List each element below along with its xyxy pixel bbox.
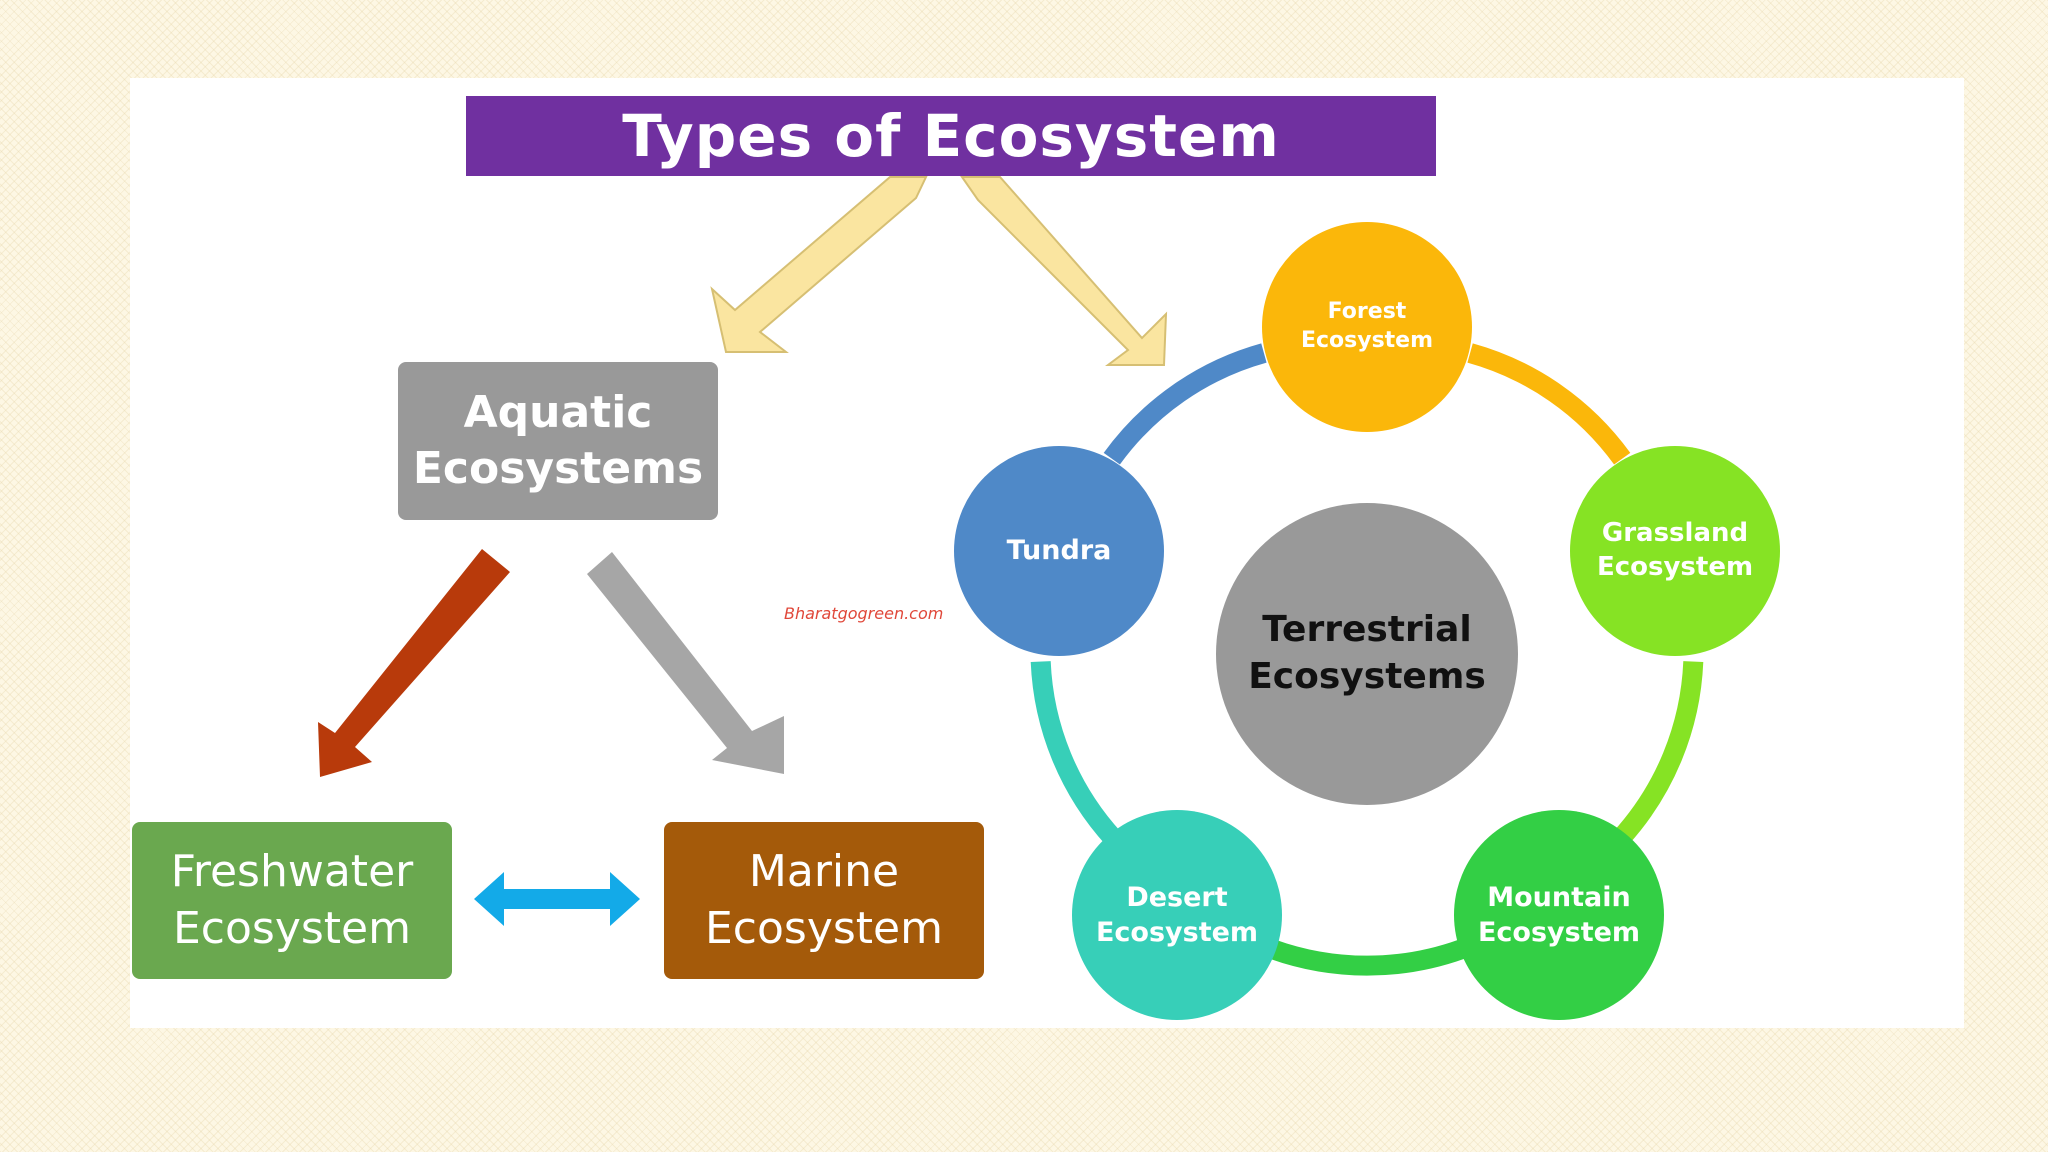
tundra-label: Tundra (1006, 535, 1112, 567)
desert-label-line1: Desert (1126, 881, 1228, 913)
grassland-ecosystem-node: Grassland Ecosystem (1570, 446, 1780, 656)
tundra-node: Tundra (954, 446, 1164, 656)
watermark-text: Bharatgogreen.com (784, 604, 944, 623)
page-title: Types of Ecosystem (466, 96, 1436, 176)
terrestrial-label-line1: Terrestrial (1262, 609, 1472, 651)
ring-arc-forest-grassland (1467, 343, 1631, 465)
aquatic-label-line2: Ecosystems (412, 443, 704, 494)
aquatic-label-line1: Aquatic (463, 386, 653, 438)
ring-arc-tundra-forest (1103, 343, 1267, 465)
freshwater-label-line2: Ecosystem (173, 902, 411, 954)
marine-label-line1: Marine (748, 846, 900, 898)
aquatic-ecosystems-box: Aquatic Ecosystems (398, 362, 718, 520)
ring-arc-desert-tundra (1030, 661, 1122, 846)
mountain-label-line1: Mountain (1487, 881, 1631, 913)
arrow-aquatic-to-freshwater (318, 549, 510, 777)
forest-label-line1: Forest (1327, 299, 1407, 325)
marine-ecosystem-box: Marine Ecosystem (664, 822, 984, 979)
mountain-label-line2: Ecosystem (1477, 917, 1641, 948)
forest-ecosystem-node: Forest Ecosystem (1262, 222, 1472, 432)
freshwater-ecosystem-box: Freshwater Ecosystem (132, 822, 452, 979)
mountain-ecosystem-node: Mountain Ecosystem (1454, 810, 1664, 1020)
ring-arc-mountain-desert (1268, 939, 1466, 976)
desert-ecosystem-node: Desert Ecosystem (1072, 810, 1282, 1020)
freshwater-label-line1: Freshwater (170, 846, 414, 898)
forest-label-line2: Ecosystem (1300, 328, 1434, 353)
ring-arc-grassland-mountain (1612, 661, 1704, 846)
arrow-title-to-terrestrial (960, 176, 1168, 366)
terrestrial-label-line2: Ecosystems (1248, 656, 1486, 697)
arrow-freshwater-marine (474, 872, 640, 926)
desert-label-line2: Ecosystem (1095, 917, 1259, 948)
arrow-title-to-aquatic (710, 176, 928, 353)
arrow-aquatic-to-marine (587, 552, 784, 774)
grassland-label-line1: Grassland (1601, 518, 1749, 549)
terrestrial-ecosystems-node: Terrestrial Ecosystems (1216, 503, 1518, 805)
grassland-label-line2: Ecosystem (1596, 552, 1754, 582)
marine-label-line2: Ecosystem (705, 902, 943, 954)
